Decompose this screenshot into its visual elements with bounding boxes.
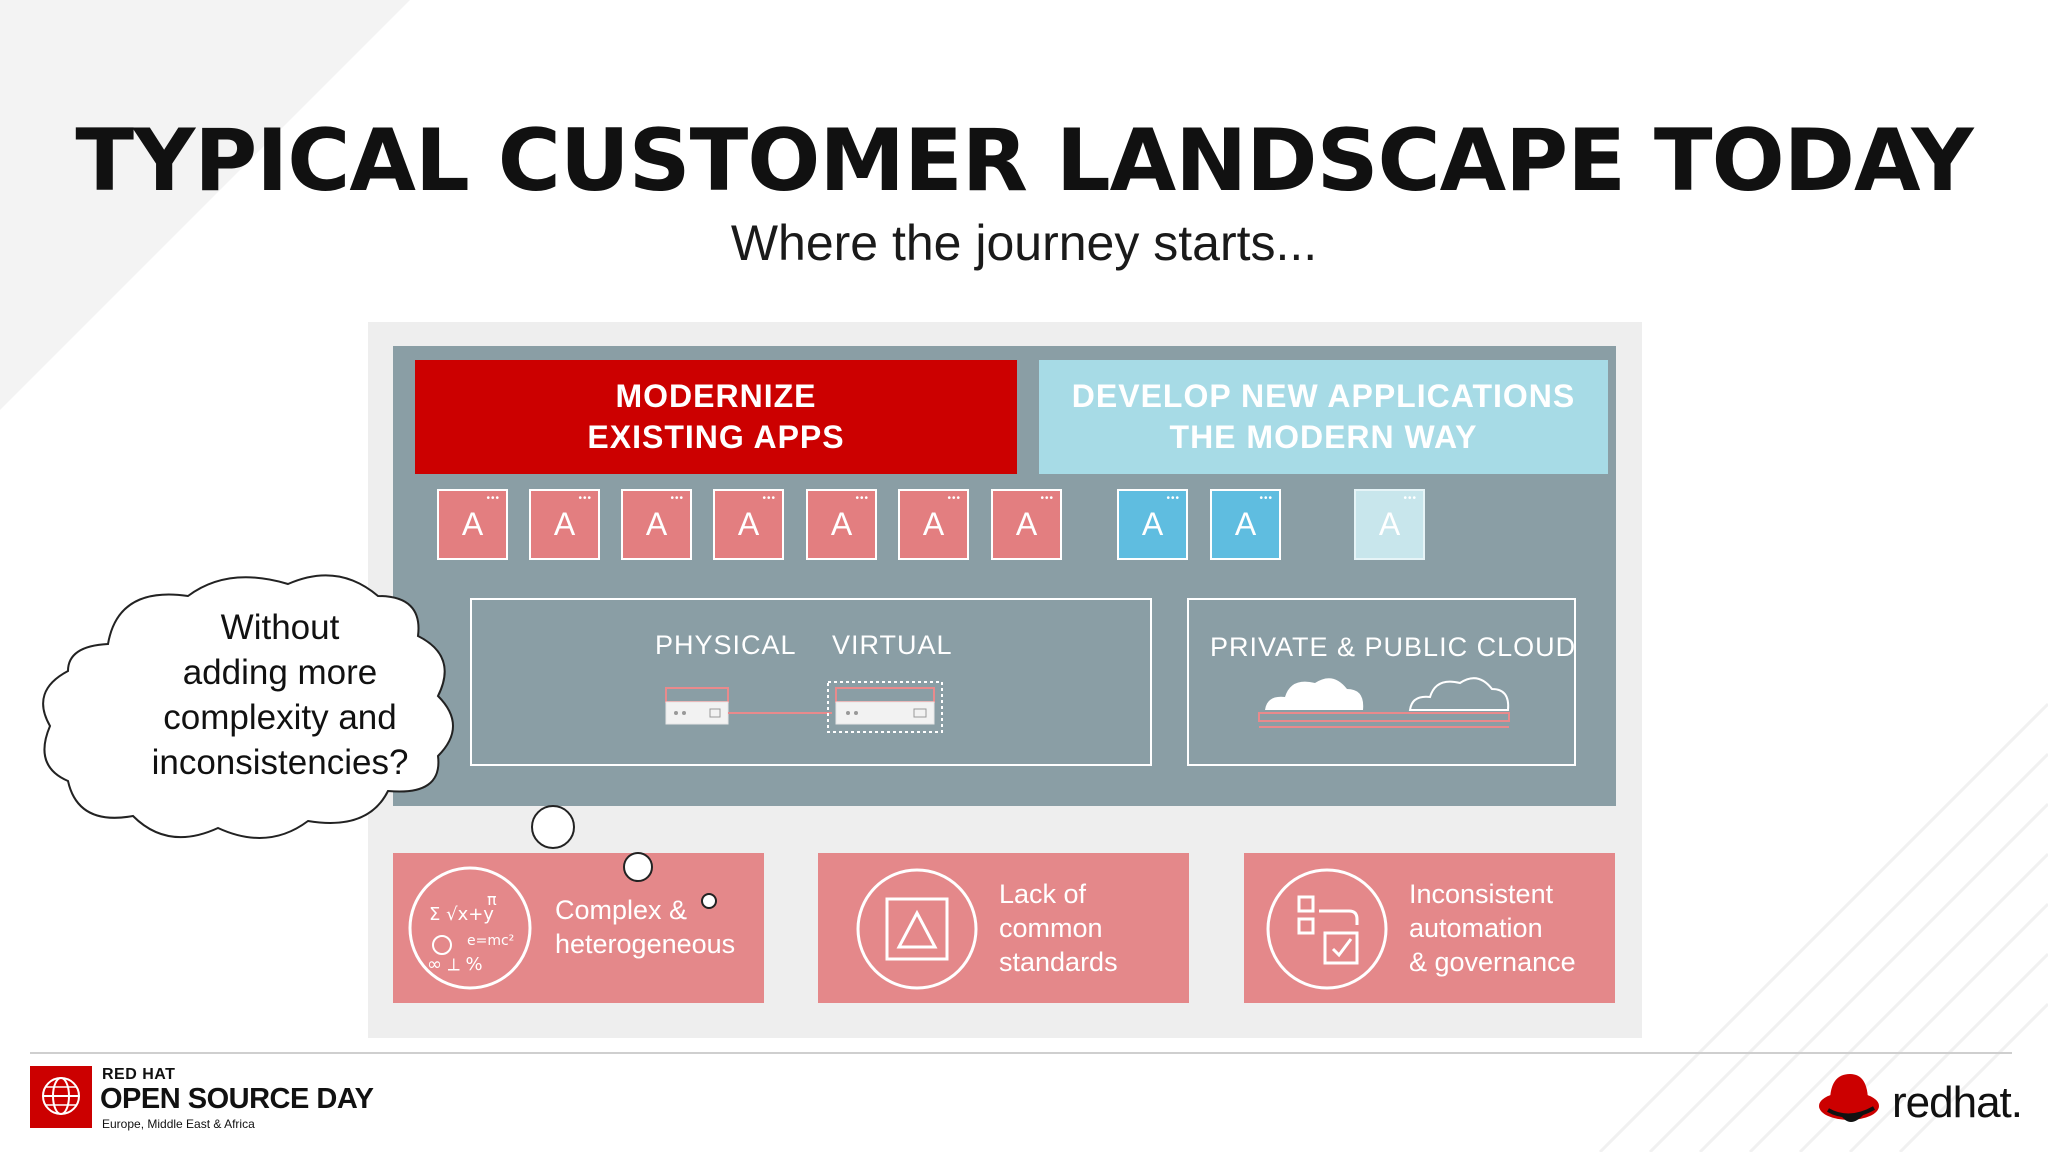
- app-label: A: [737, 506, 760, 542]
- footer-divider: [30, 1052, 2012, 1054]
- thought-bubble-tail: [531, 805, 717, 909]
- app-box-new: •••A: [1210, 489, 1281, 560]
- private-cloud-icon: [1265, 678, 1364, 710]
- svg-text:e=mc²: e=mc²: [467, 933, 514, 949]
- app-box: •••A: [898, 489, 969, 560]
- challenge-card-automation: Inconsistent automation & governance: [1244, 853, 1615, 1003]
- app-label: A: [461, 506, 484, 542]
- footer-event-region: Europe, Middle East & Africa: [102, 1117, 255, 1131]
- app-label: A: [1141, 506, 1164, 542]
- public-cloud-icon: [1408, 677, 1510, 711]
- app-label: A: [645, 506, 668, 542]
- server-icons: [665, 681, 943, 733]
- physical-server-icon: [665, 687, 729, 725]
- app-label: A: [553, 506, 576, 542]
- thought-bubble: [42, 574, 454, 839]
- app-box: •••A: [806, 489, 877, 560]
- thought-bubble-text: Without adding more complexity and incon…: [151, 608, 409, 782]
- slide-title: TYPICAL CUSTOMER LANDSCAPE TODAY: [75, 111, 1973, 211]
- app-label: A: [1378, 506, 1401, 542]
- globe-icon: [42, 1077, 80, 1115]
- app-label: A: [830, 506, 853, 542]
- cloud-label: PRIVATE & PUBLIC CLOUD: [1210, 632, 1577, 662]
- challenge-text: Lack of common standards: [999, 879, 1118, 977]
- slide-subtitle: Where the journey starts...: [730, 215, 1318, 271]
- app-box: •••A: [991, 489, 1062, 560]
- open-source-day-logo: [30, 1066, 92, 1128]
- footer-event-name: OPEN SOURCE DAY: [100, 1083, 374, 1115]
- virtual-server-icon: [827, 681, 943, 733]
- app-box-new: •••A: [1117, 489, 1188, 560]
- svg-text:Σ √x+y: Σ √x+y: [429, 904, 494, 925]
- challenge-card-complex: Σ √x+y e=mc² π ∞ ⟂ % Complex & heterogen…: [393, 853, 764, 1003]
- app-box: •••A: [529, 489, 600, 560]
- svg-text:π: π: [487, 890, 497, 909]
- cloud-box: [1187, 598, 1576, 766]
- app-label: A: [1234, 506, 1257, 542]
- app-box: •••A: [437, 489, 508, 560]
- datacenter-box: [470, 598, 1152, 766]
- workflow-checklist-icon: [1266, 868, 1388, 990]
- triangle-in-square-icon: [856, 868, 978, 990]
- app-box: •••A: [713, 489, 784, 560]
- app-label: A: [922, 506, 945, 542]
- challenge-text: Complex & heterogeneous: [555, 895, 736, 959]
- app-label: A: [1015, 506, 1038, 542]
- virtual-label: VIRTUAL: [832, 630, 953, 660]
- challenge-text: Inconsistent automation & governance: [1409, 879, 1576, 977]
- modernize-banner: MODERNIZE EXISTING APPS: [415, 360, 1017, 474]
- redhat-shadowman-icon: [1819, 1074, 1879, 1122]
- redhat-wordmark: redhat.: [1892, 1078, 2023, 1127]
- footer-event-small: RED HAT: [102, 1066, 176, 1083]
- math-formulas-icon: Σ √x+y e=mc² π ∞ ⟂ %: [408, 866, 532, 990]
- develop-banner: DEVELOP NEW APPLICATIONS THE MODERN WAY: [1039, 360, 1608, 474]
- challenge-card-standards: Lack of common standards: [818, 853, 1189, 1003]
- app-box-planned: •••A: [1354, 489, 1425, 560]
- svg-text:∞ ⟂ %: ∞ ⟂ %: [427, 954, 483, 975]
- app-box: •••A: [621, 489, 692, 560]
- cloud-icons: [1258, 677, 1510, 728]
- physical-label: PHYSICAL: [655, 630, 797, 660]
